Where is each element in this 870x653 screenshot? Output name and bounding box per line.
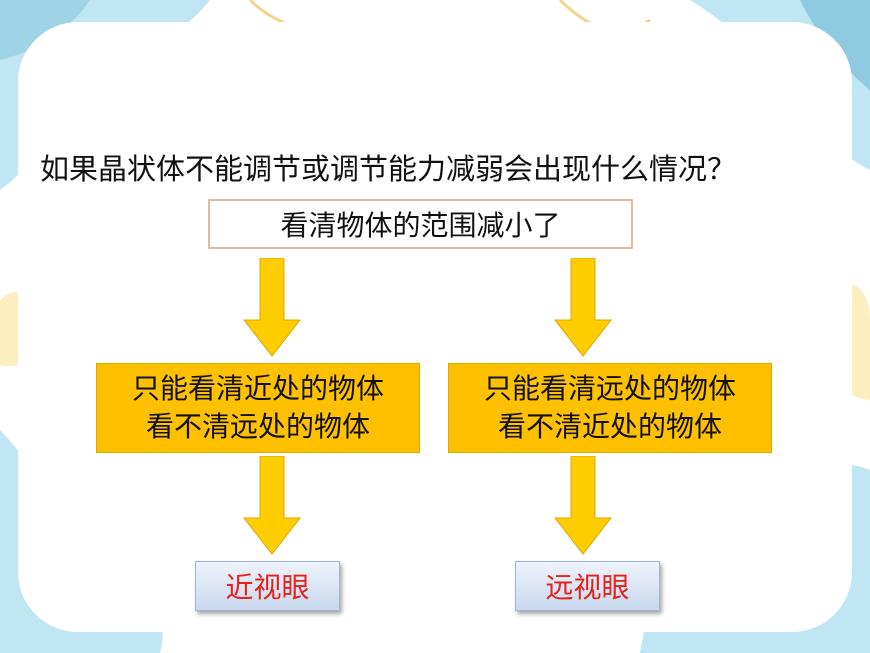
near-only-line2: 看不清远处的物体: [145, 410, 370, 443]
arrow-down-icon: [242, 258, 302, 357]
myopia-result-box: 近视眼: [195, 561, 340, 611]
near-only-line1: 只能看清近处的物体: [131, 372, 384, 405]
far-only-line2: 看不清近处的物体: [497, 410, 722, 443]
arrow-down-icon: [242, 456, 302, 555]
far-only-box: 只能看清远处的物体 看不清近处的物体: [448, 363, 772, 453]
effect-box: 看清物体的范围减小了: [208, 199, 633, 249]
question-title: 如果晶状体不能调节或调节能力减弱会出现什么情况？: [40, 152, 737, 186]
arrow-down-icon: [553, 456, 613, 555]
hyperopia-result-box: 远视眼: [515, 561, 660, 611]
content-card: [18, 22, 852, 632]
near-only-box: 只能看清近处的物体 看不清远处的物体: [96, 363, 420, 453]
far-only-line1: 只能看清远处的物体: [483, 372, 736, 405]
arrow-down-icon: [553, 258, 613, 357]
